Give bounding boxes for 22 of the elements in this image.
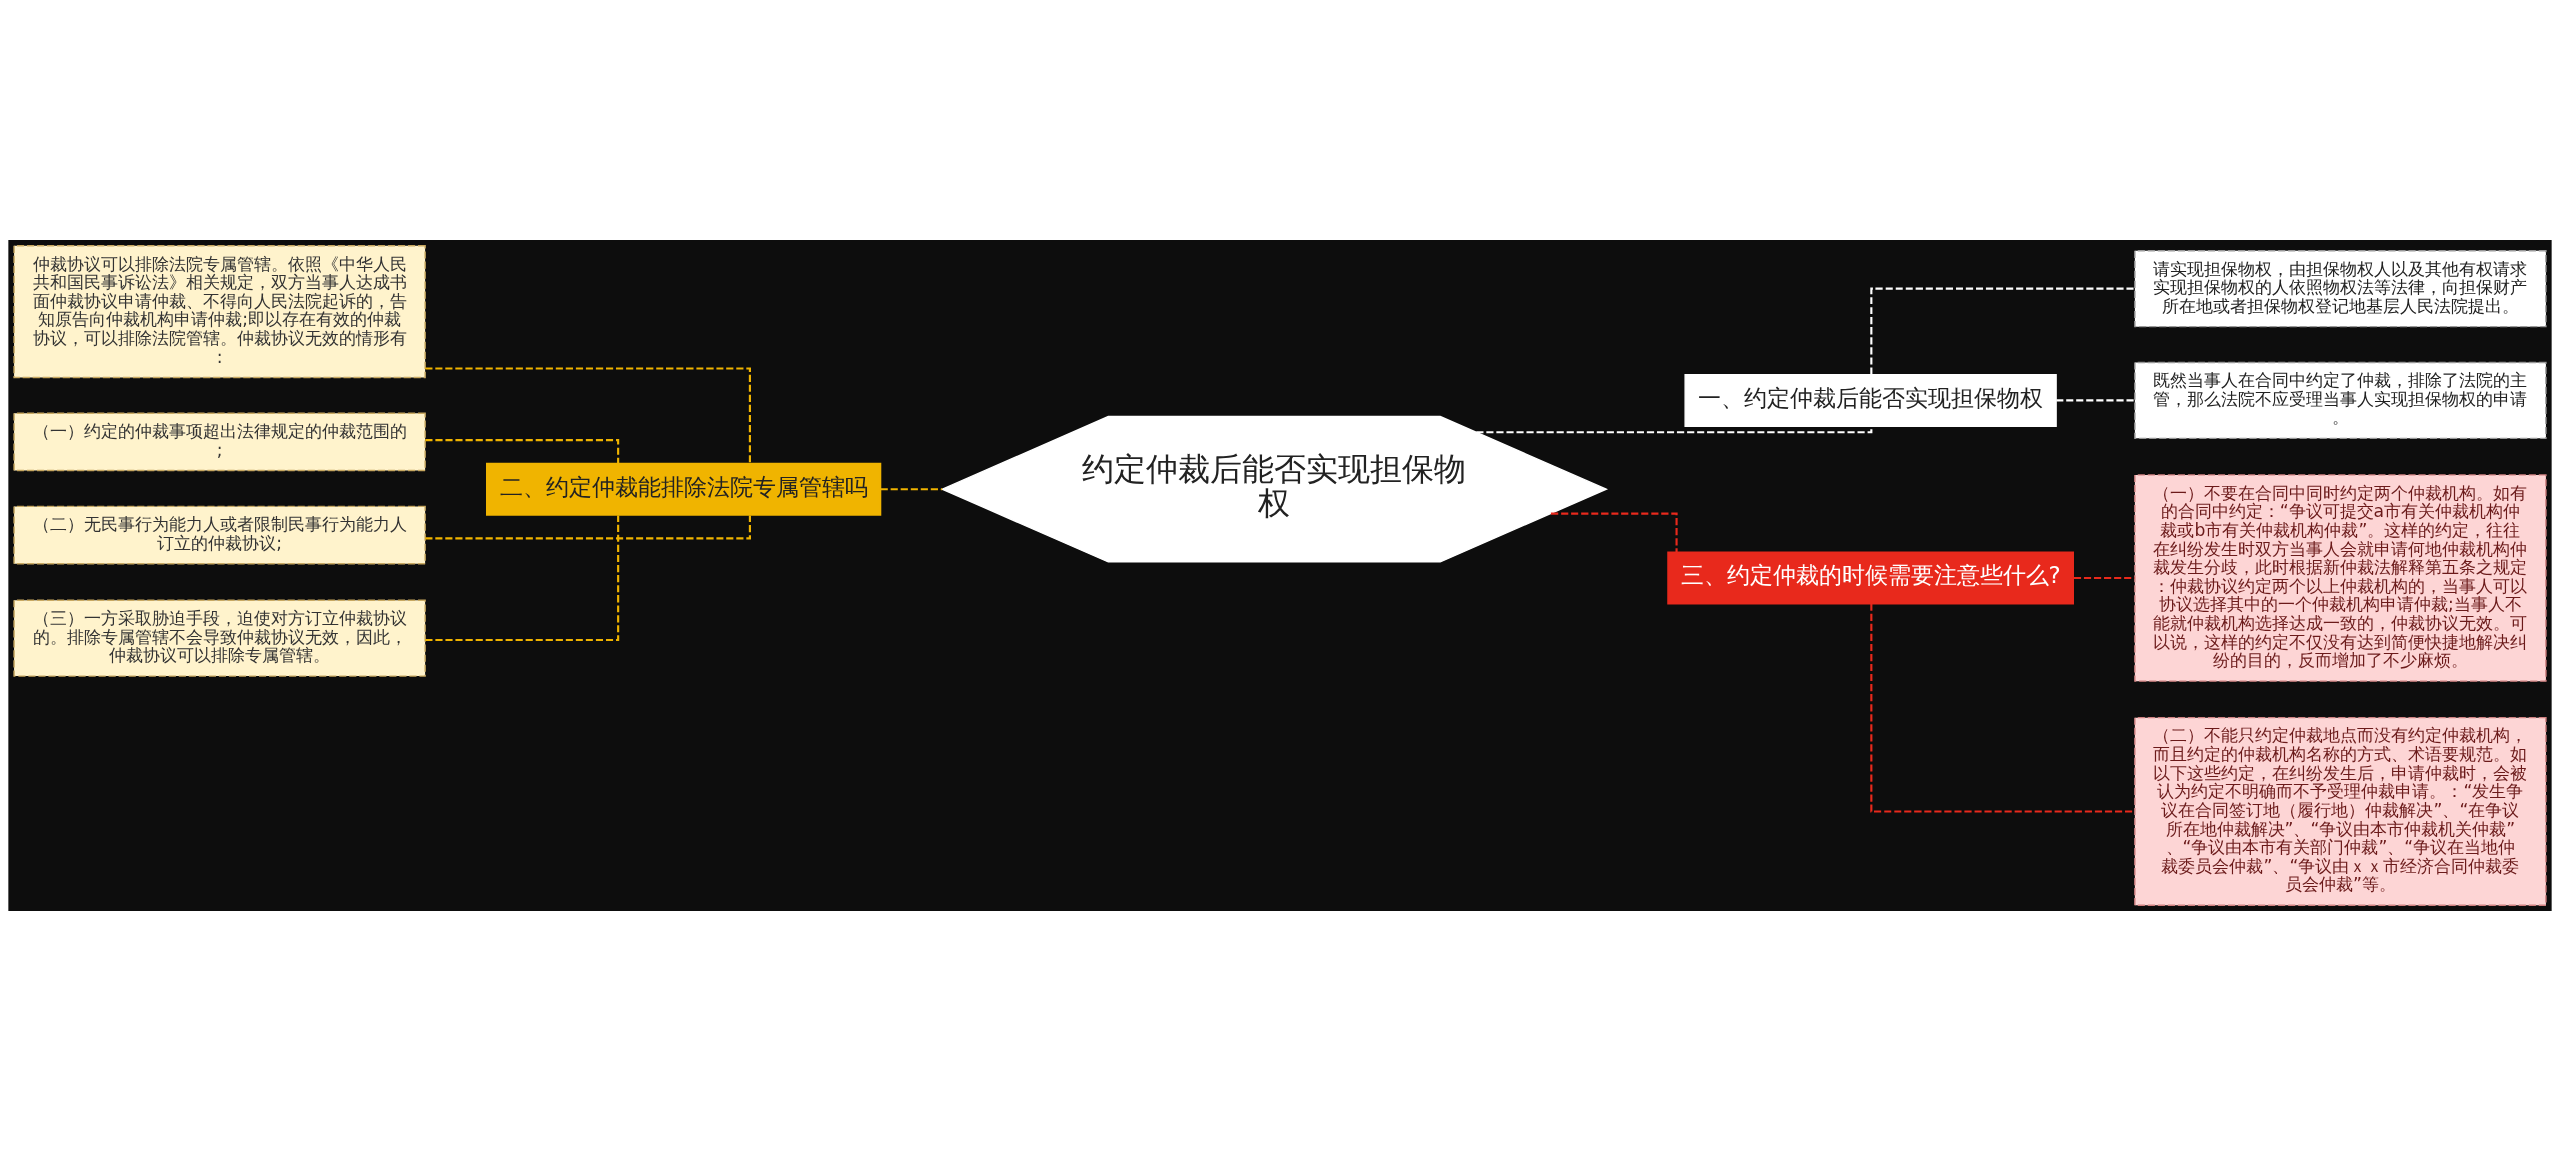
connector bbox=[1870, 287, 2135, 375]
connector bbox=[425, 515, 751, 540]
node-box: 请实现担保物权，由担保物权人以及其他有权请求实现担保物权的人依照物权法等法律，向担保财产所在地或者担保物权登记地基层人民法院提出。 bbox=[2134, 250, 2547, 328]
connector bbox=[425, 515, 620, 642]
connector bbox=[880, 488, 943, 491]
node-box: （一）约定的仲裁事项超出法律规定的仲裁范围的; bbox=[13, 412, 426, 472]
connector bbox=[1550, 512, 1678, 553]
node-box: 仲裁协议可以排除法院专属管辖。依照《中华人民共和国民事诉讼法》相关规定，双方当事人达成书面仲裁协议申请仲裁、不得向人民法院起诉的，告知原告向仲裁机构申请仲裁;即以存在有效的仲裁协议，可以排除法院管辖。仲裁协议无效的情形有: bbox=[13, 245, 426, 379]
node-box: （三）一方采取胁迫手段，迫使对方订立仲裁协议的。排除专属管辖不会导致仲裁协议无效，因此，仲裁协议可以排除专属管辖。 bbox=[13, 599, 426, 677]
node-box: 二、约定仲裁能排除法院专属管辖吗 bbox=[486, 462, 882, 516]
connector bbox=[1476, 426, 1873, 434]
connector bbox=[425, 367, 751, 464]
node-box: （二）无民事行为能力人或者限制民事行为能力人订立的仲裁协议; bbox=[13, 505, 426, 565]
connector bbox=[2056, 399, 2135, 402]
node-box: （一）不要在合同中同时约定两个仲裁机构。如有的合同中约定：“争议可提交a市有关仲裁机构仲裁或b市有关仲裁机构仲裁”。这样的约定，往往在纠纷发生时双方当事人会就申请何地仲裁机构仲裁发生分歧，此时根据新仲裁法解释第五条之规定：仲裁协议约定两个以上仲裁机构的，当事人可以协议选择其中的一个仲裁机构申请仲裁;当事人不能就仲裁机构选择达成一致的，仲裁协议无效。可以说，这样的约定不仅没有达到简便快捷地解决纠纷的目的，反而增加了不少麻烦。 bbox=[2134, 474, 2547, 682]
connector bbox=[2073, 576, 2135, 580]
node-box: （二）不能只约定仲裁地点而没有约定仲裁机构，而且约定的仲裁机构名称的方式、术语要规范。如以下这些约定，在纠纷发生后，申请仲裁时，会被认为约定不明确而不予受理仲裁申请。：“发生争议在合同签订地（履行地）仲裁解决”、“在争议所在地仲裁解决”、“争议由本市仲裁机关仲裁”、“争议由本市有关部门仲裁”、“争议在当地仲裁委员会仲裁”、“争议由ｘｘ市经济合同仲裁委员会仲裁”等。 bbox=[2134, 716, 2547, 906]
node-box: 三、约定仲裁的时候需要注意些什么? bbox=[1667, 551, 2074, 605]
node-box: 一、约定仲裁后能否实现担保物权 bbox=[1684, 373, 2057, 427]
connector bbox=[1870, 603, 2135, 813]
connector bbox=[425, 439, 620, 463]
node-box: 既然当事人在合同中约定了仲裁，排除了法院的主管，那么法院不应受理当事人实现担保物权的申请。 bbox=[2134, 361, 2547, 440]
